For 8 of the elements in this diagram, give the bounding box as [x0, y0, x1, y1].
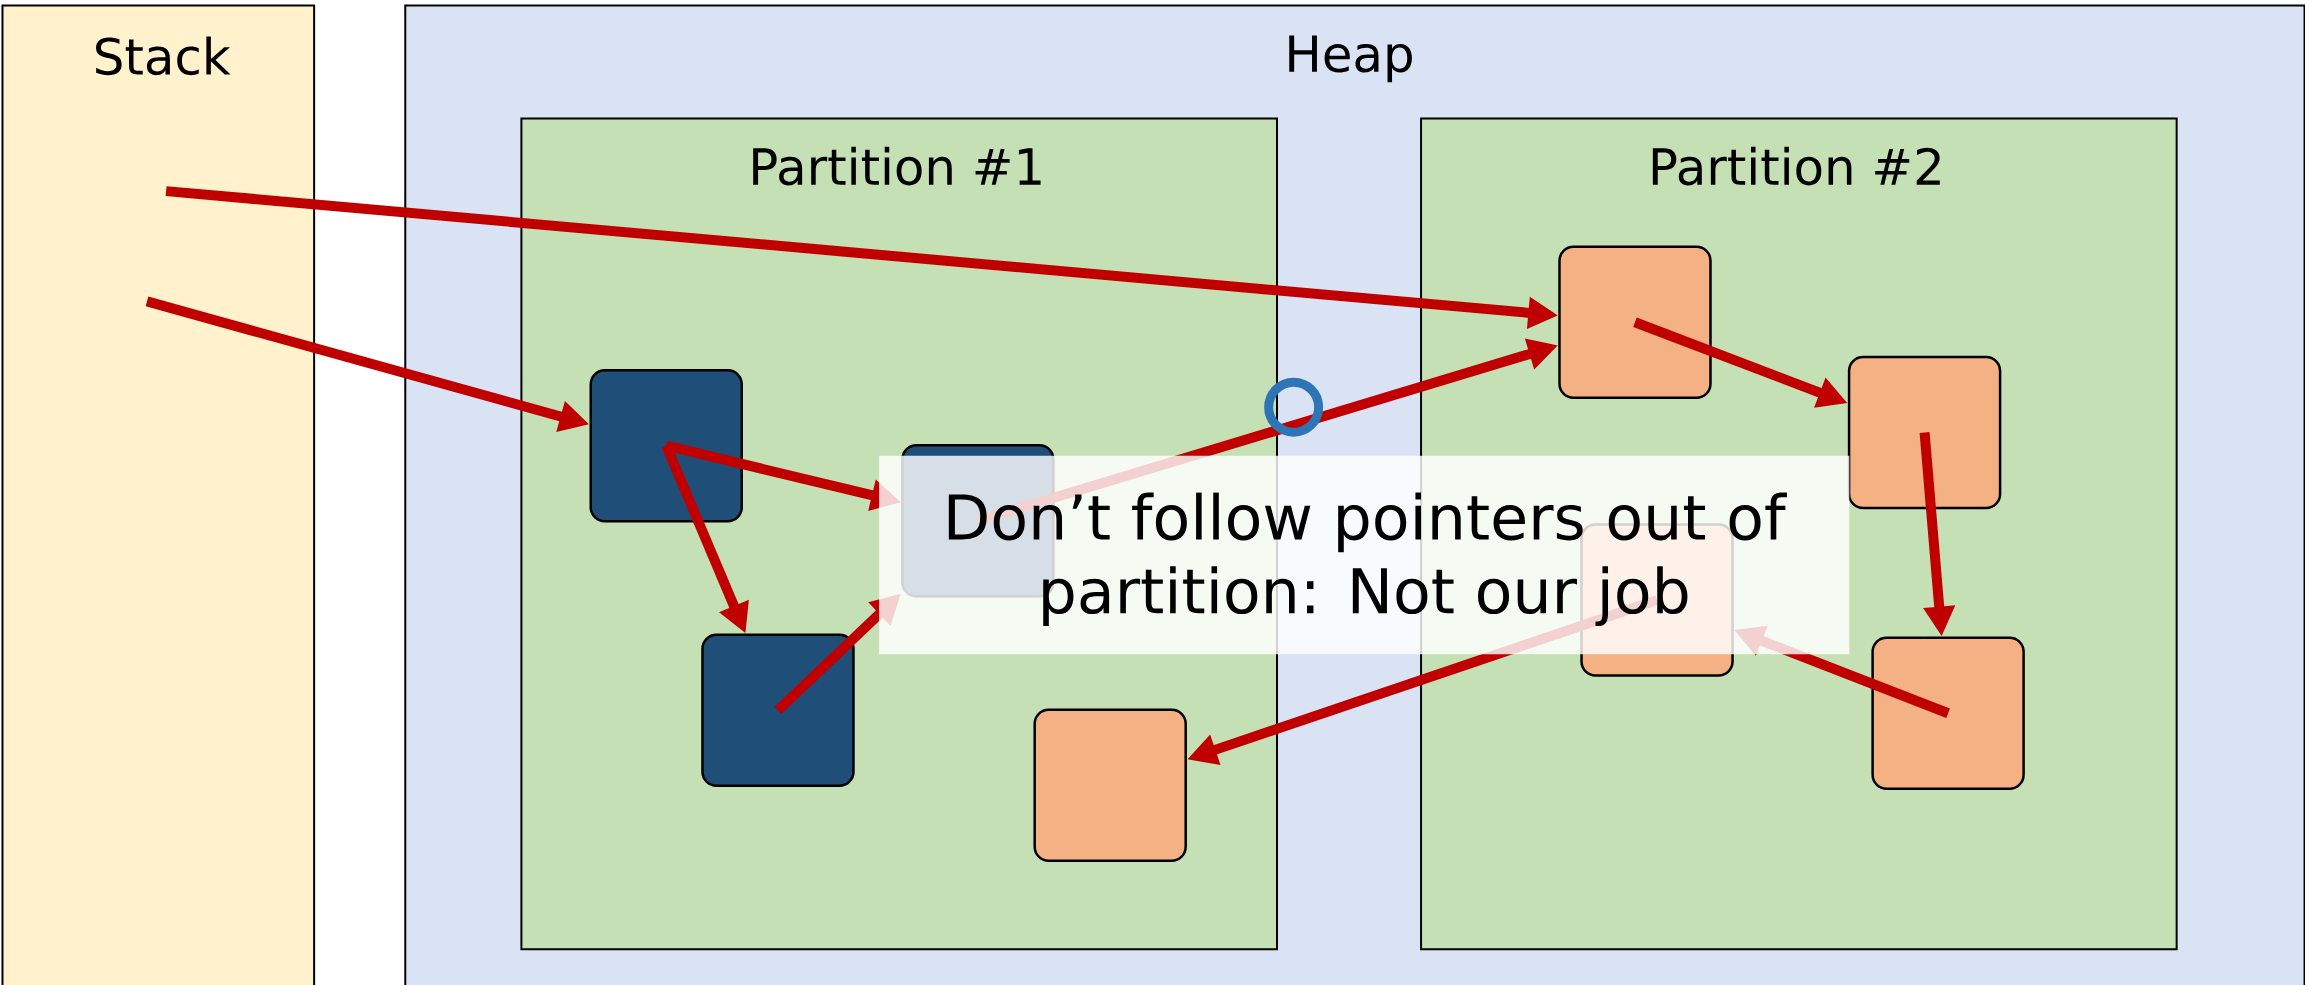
note-box: Don’t follow pointers out of partition: Not our job: [879, 455, 1850, 655]
panel: Stack: [1, 4, 316, 985]
object-box: [1033, 708, 1187, 863]
object-box: [589, 369, 743, 523]
object-box: [701, 633, 855, 788]
object-box: [1871, 636, 2025, 791]
object-box: [1847, 355, 2002, 510]
object-box: [1558, 245, 1712, 400]
